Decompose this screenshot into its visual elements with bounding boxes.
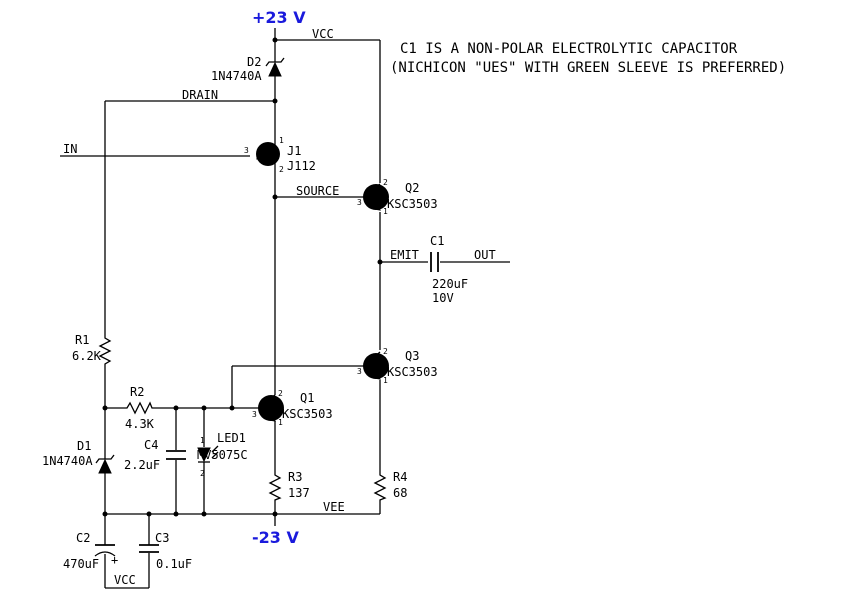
junction-dots bbox=[102, 37, 383, 517]
q2-pin-1: 1 bbox=[383, 207, 388, 216]
zener-diode-d2: D2 1N4740A bbox=[211, 55, 285, 83]
resistor-r2: R2 4.3K bbox=[124, 385, 155, 431]
led-led1: 1 2 LED1 MV5075C bbox=[197, 431, 248, 478]
c2-ref: C2 bbox=[76, 531, 90, 545]
positive-rail-label: +23 V bbox=[252, 8, 306, 27]
q3-pin-1: 1 bbox=[383, 376, 388, 385]
q2-pin-2: 2 bbox=[383, 178, 388, 187]
r3-ref: R3 bbox=[288, 470, 302, 484]
q1-pin-3: 3 bbox=[252, 410, 257, 419]
wires bbox=[60, 28, 510, 589]
d1-value: 1N4740A bbox=[42, 454, 93, 468]
note-line-1: C1 IS A NON-POLAR ELECTROLYTIC CAPACITOR bbox=[400, 41, 738, 57]
c1-ref: C1 bbox=[430, 234, 444, 248]
resistor-r1: R1 6.2K bbox=[72, 333, 112, 368]
r3-value: 137 bbox=[288, 486, 310, 500]
led1-ref: LED1 bbox=[217, 431, 246, 445]
c3-ref: C3 bbox=[155, 531, 169, 545]
q2-ref: Q2 bbox=[405, 181, 419, 195]
r4-value: 68 bbox=[393, 486, 407, 500]
transistor-q2: 2 1 3 Q2 KSC3503 bbox=[357, 178, 438, 216]
q1-ref: Q1 bbox=[300, 391, 314, 405]
led1-pin-1: 1 bbox=[200, 436, 205, 445]
r2-value: 4.3K bbox=[125, 417, 155, 431]
r2-ref: R2 bbox=[130, 385, 144, 399]
j1-pin-1: 1 bbox=[279, 136, 284, 145]
led1-value: MV5075C bbox=[197, 448, 248, 462]
net-label-vcc-bottom: VCC bbox=[114, 573, 136, 587]
c4-ref: C4 bbox=[144, 438, 158, 452]
note-line-2: (NICHICON "UES" WITH GREEN SLEEVE IS PRE… bbox=[390, 60, 786, 76]
c3-value: 0.1uF bbox=[156, 557, 192, 571]
c2-value: 470uF bbox=[63, 557, 99, 571]
net-label-source: SOURCE bbox=[296, 184, 339, 198]
transistor-q1: 2 1 3 Q1 KSC3503 bbox=[252, 389, 333, 427]
net-label-emit: EMIT bbox=[390, 248, 419, 262]
d2-value: 1N4740A bbox=[211, 69, 262, 83]
net-label-out: OUT bbox=[474, 248, 496, 262]
r1-value: 6.2K bbox=[72, 349, 102, 363]
q2-pin-3: 3 bbox=[357, 198, 362, 207]
resistor-r3: R3 137 bbox=[268, 470, 310, 502]
capacitor-c3: C3 0.1uF bbox=[139, 531, 192, 571]
q1-pin-1: 1 bbox=[278, 418, 283, 427]
q1-value: KSC3503 bbox=[282, 407, 333, 421]
d2-ref: D2 bbox=[247, 55, 261, 69]
j1-pin-3: 3 bbox=[244, 146, 249, 155]
jfet-j1: 1 2 3 J1 J112 bbox=[244, 136, 316, 174]
c2-polarity: + bbox=[111, 553, 118, 567]
j1-ref: J1 bbox=[287, 144, 301, 158]
q3-value: KSC3503 bbox=[387, 365, 438, 379]
q1-pin-2: 2 bbox=[278, 389, 283, 398]
negative-rail-label: -23 V bbox=[252, 528, 299, 547]
q2-value: KSC3503 bbox=[387, 197, 438, 211]
zener-diode-d1: D1 1N4740A bbox=[42, 439, 115, 474]
transistor-q3: 2 1 3 Q3 KSC3503 bbox=[357, 347, 438, 385]
c4-value: 2.2uF bbox=[124, 458, 160, 472]
resistor-r4: R4 68 bbox=[373, 470, 407, 502]
c1-value: 220uF bbox=[432, 277, 468, 291]
d1-ref: D1 bbox=[77, 439, 91, 453]
net-label-in: IN bbox=[63, 142, 77, 156]
net-label-vee: VEE bbox=[323, 500, 345, 514]
led1-pin-2: 2 bbox=[200, 469, 205, 478]
net-label-vcc: VCC bbox=[312, 27, 334, 41]
j1-value: J112 bbox=[287, 159, 316, 173]
c1-voltage: 10V bbox=[432, 291, 454, 305]
capacitor-c4: C4 2.2uF bbox=[124, 438, 186, 472]
capacitor-c2: + C2 470uF bbox=[63, 531, 118, 571]
q3-pin-3: 3 bbox=[357, 367, 362, 376]
r1-ref: R1 bbox=[75, 333, 89, 347]
net-label-drain: DRAIN bbox=[182, 88, 218, 102]
j1-pin-2: 2 bbox=[279, 165, 284, 174]
r4-ref: R4 bbox=[393, 470, 407, 484]
capacitor-c1: C1 220uF 10V bbox=[430, 234, 468, 305]
q3-pin-2: 2 bbox=[383, 347, 388, 356]
q3-ref: Q3 bbox=[405, 349, 419, 363]
